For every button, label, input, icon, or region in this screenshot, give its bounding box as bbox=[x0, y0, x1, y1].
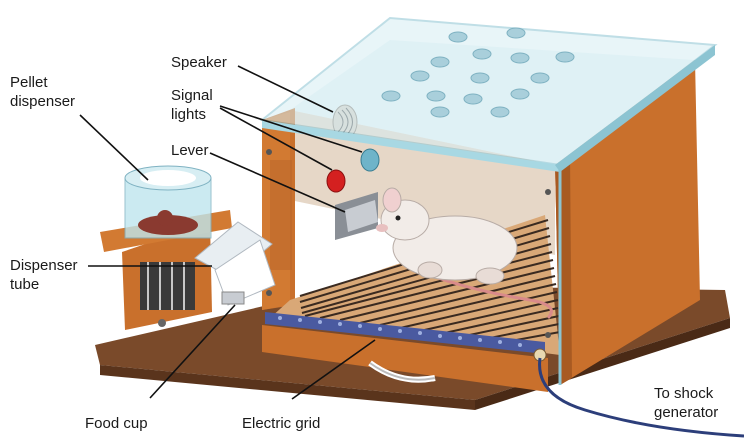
callout-lines bbox=[79, 65, 376, 400]
electric-grid-label: Electric grid bbox=[242, 415, 321, 432]
to-shock-generator-label-line-2: generator bbox=[654, 404, 719, 421]
signal-lights-label-line-2: lights bbox=[171, 106, 207, 123]
pellet-dispenser-line bbox=[79, 114, 149, 181]
signal-lights-label: Signal lights bbox=[171, 86, 213, 124]
dispenser-tube-label-line-1: Dispenser bbox=[10, 257, 78, 274]
lever bbox=[335, 192, 378, 240]
lever-line bbox=[209, 152, 346, 213]
speaker-line bbox=[237, 65, 334, 113]
food-cup bbox=[221, 291, 245, 305]
drawer-panel bbox=[262, 325, 548, 392]
food-cup-line bbox=[149, 304, 236, 399]
pellet-dispenser bbox=[100, 165, 232, 330]
to-shock-generator-label: To shock generator bbox=[654, 384, 718, 422]
electric-grid-line bbox=[291, 339, 376, 400]
glass-cover bbox=[259, 16, 718, 385]
signal-lights-label-line-1: Signal bbox=[171, 87, 213, 104]
lever-label: Lever bbox=[171, 142, 209, 159]
dispenser-tube bbox=[194, 221, 276, 306]
food-cup-label: Food cup bbox=[85, 415, 148, 432]
box-left-wall bbox=[262, 108, 295, 310]
to-shock-generator-label-line-1: To shock bbox=[654, 385, 714, 402]
rat bbox=[376, 187, 553, 320]
shock-wire bbox=[538, 357, 744, 438]
signal-lights-line-a bbox=[219, 105, 363, 153]
pellet-dispenser-label-line-1: Pellet bbox=[10, 74, 48, 91]
pellet-dispenser-label: Pellet dispenser bbox=[10, 73, 75, 111]
pellet-dispenser-label-line-2: dispenser bbox=[10, 93, 76, 110]
dispenser-tube-label-line-2: tube bbox=[10, 276, 40, 293]
signal-lights-line-b bbox=[219, 107, 333, 171]
dispenser-tube-label: Dispenser tube bbox=[10, 256, 78, 294]
signal-lights bbox=[326, 148, 380, 193]
speaker-label: Speaker bbox=[171, 54, 227, 71]
